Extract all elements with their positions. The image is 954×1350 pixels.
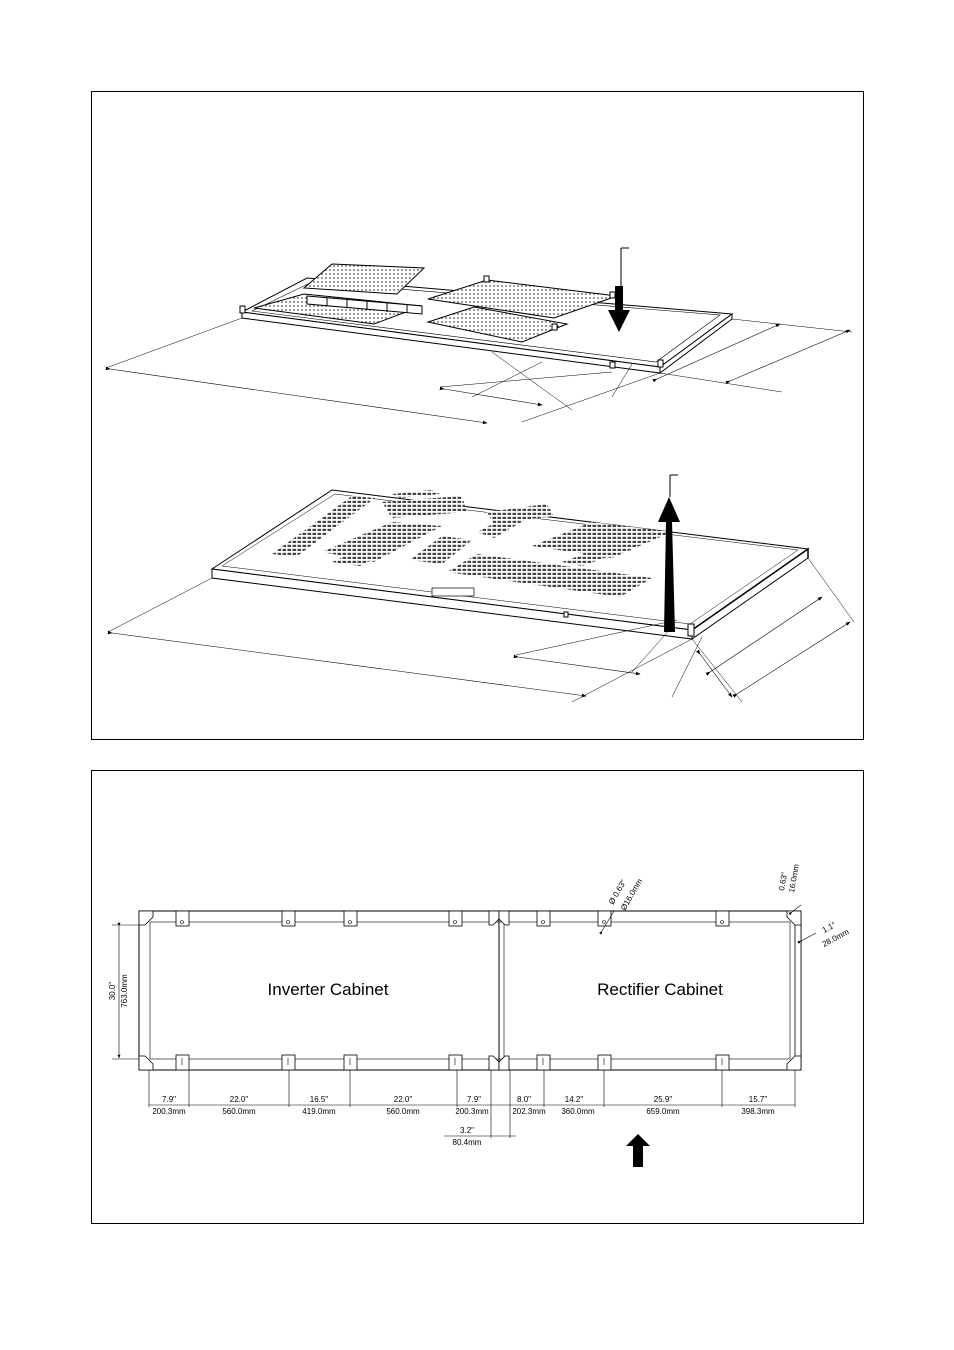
dim-in: 15.7" (749, 1095, 768, 1104)
slot-group-10 (392, 490, 440, 498)
gap-dimension-mm: 80.4mm (453, 1138, 482, 1147)
dim-in: 7.9" (467, 1095, 481, 1104)
lower-base-view (108, 475, 854, 702)
dim-in: 14.2" (565, 1095, 584, 1104)
dim-in: 25.9" (654, 1095, 673, 1104)
dim-mm: 398.3mm (741, 1107, 775, 1116)
dim-in: 16.5" (310, 1095, 329, 1104)
dim-mm: 560.0mm (222, 1107, 256, 1116)
inverter-cabinet-label: Inverter Cabinet (268, 980, 389, 999)
gap-dimension-in: 3.2" (460, 1126, 474, 1135)
dim-in: 22.0" (230, 1095, 249, 1104)
plan-drawing: Inverter Cabinet Rectifier Cabinet 30.0"… (92, 771, 865, 1225)
dim-mm: 200.3mm (152, 1107, 186, 1116)
plan-view-panel: Inverter Cabinet Rectifier Cabinet 30.0"… (91, 770, 864, 1224)
bottom-dimension-chain: 7.9" 200.3mm 22.0" 560.0mm 16.5" 419.0mm… (152, 1095, 775, 1147)
dim-mm: 560.0mm (386, 1107, 420, 1116)
front-arrow-icon (626, 1134, 650, 1167)
dim-mm: 200.3mm (455, 1107, 489, 1116)
depth-dimension-in: 30.0" (108, 982, 117, 1001)
isometric-drawing (92, 92, 865, 741)
dim-mm: 659.0mm (646, 1107, 680, 1116)
dim-mm: 202.3mm (512, 1107, 546, 1116)
dim-in: 7.9" (162, 1095, 176, 1104)
corner-dimension-mm: 16.0mm (787, 863, 801, 893)
upper-frame-view (106, 248, 852, 423)
dim-in: 8.0" (517, 1095, 531, 1104)
dim-in: 22.0" (394, 1095, 413, 1104)
depth-dimension-mm: 763.0mm (120, 974, 129, 1008)
rectifier-cabinet-label: Rectifier Cabinet (597, 980, 723, 999)
isometric-views-panel (91, 91, 864, 740)
dim-mm: 360.0mm (561, 1107, 595, 1116)
dim-mm: 419.0mm (302, 1107, 336, 1116)
